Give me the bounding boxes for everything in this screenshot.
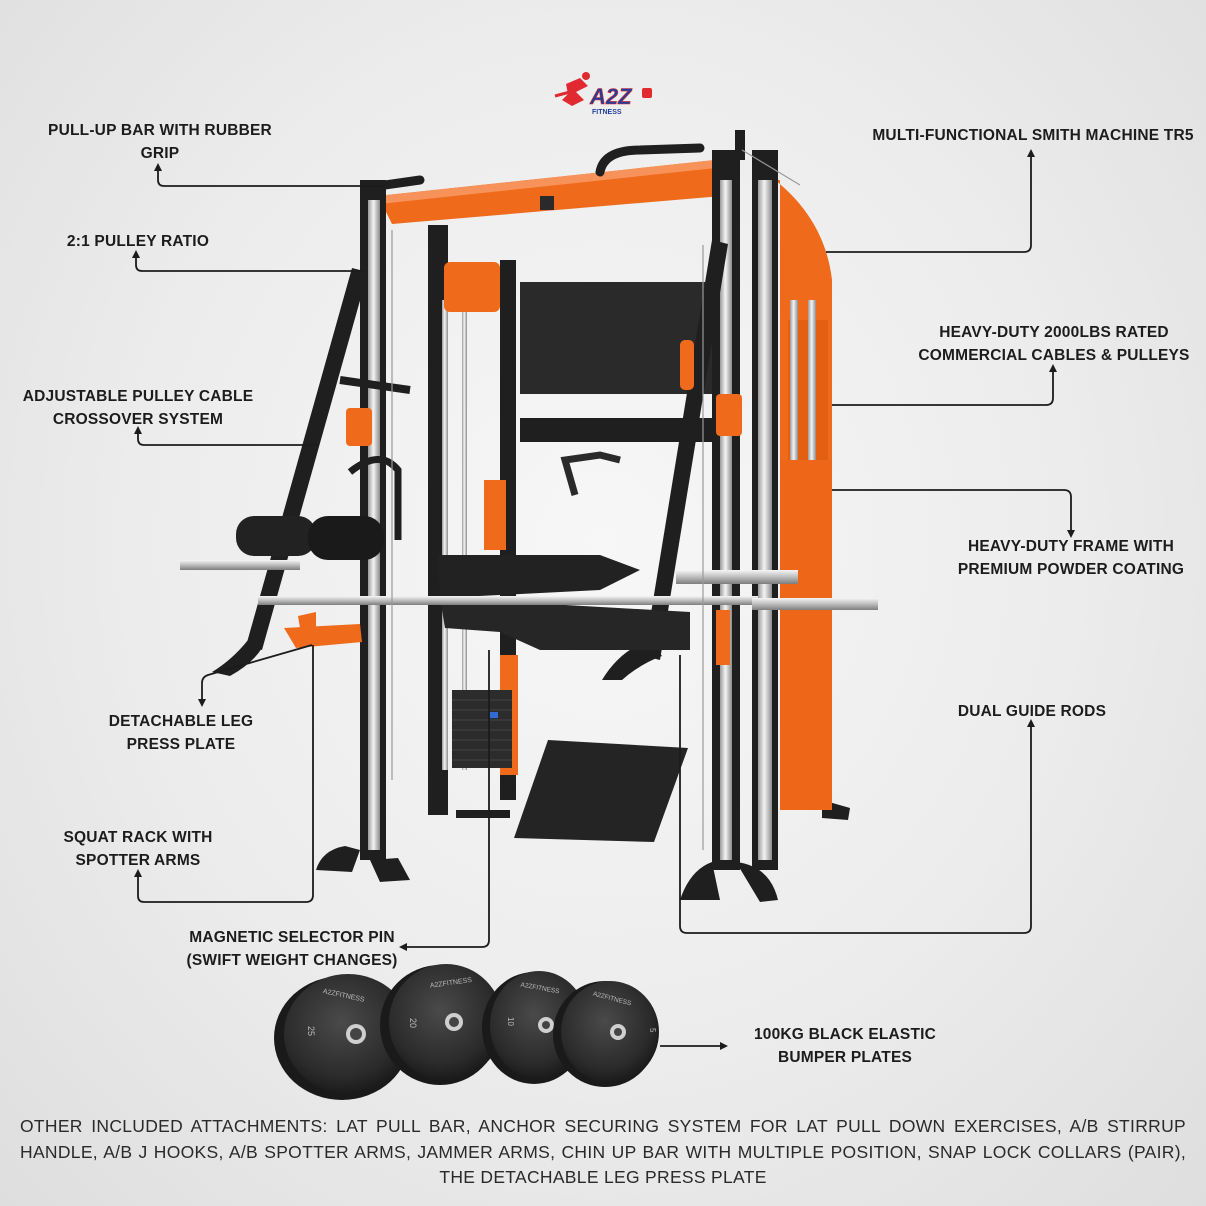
seat-pad <box>438 555 640 598</box>
callout-lines <box>135 155 1072 1047</box>
right-pulley-carriage <box>716 394 742 436</box>
runner-icon <box>562 78 588 106</box>
bumper-plates: A2ZFITNESS 25 A2ZFITNESS 20 A2ZFITNESS 1… <box>274 964 659 1100</box>
plate-weight: 25 <box>306 1026 316 1036</box>
bumper-plate-25 <box>274 974 412 1100</box>
cables <box>391 149 801 850</box>
label-pulley-ratio: 2:1 PULLEY RATIO <box>66 233 210 250</box>
pull-up-bar <box>595 143 705 177</box>
logo-sub: FITNESS <box>592 109 622 116</box>
label-guide-rods: DUAL GUIDE RODS <box>957 703 1107 720</box>
bumper-plate-5 <box>553 981 659 1087</box>
frame-feet <box>316 800 850 902</box>
smith-barbell <box>180 560 878 610</box>
plate-weight: 10 <box>506 1017 515 1026</box>
stirrup-handle <box>560 451 621 496</box>
a2z-fitness-logo: A2Z FITNESS <box>554 72 652 116</box>
plate-weight: 5 <box>648 1028 657 1033</box>
included-attachments-text: OTHER INCLUDED ATTACHMENTS: LAT PULL BAR… <box>20 1116 1186 1187</box>
leg-press-plate <box>514 740 688 842</box>
right-orange-tower <box>775 180 832 810</box>
left-pulley-carriage <box>346 408 372 446</box>
weight-stack <box>452 690 512 768</box>
leg-roller-pads <box>236 456 402 560</box>
label-smith-machine: MULTI-FUNCTIONAL SMITH MACHINE TR5 <box>872 127 1194 144</box>
callout-arrowheads <box>132 149 1075 1050</box>
plate-weight: 20 <box>408 1018 418 1028</box>
front-right-uprights <box>712 130 778 870</box>
bumper-plate-20 <box>380 964 503 1085</box>
label-selector-pin: MAGNETIC SELECTOR PIN(SWIFT WEIGHT CHANG… <box>186 929 398 969</box>
logo-text: A2Z <box>589 84 633 109</box>
orange-attachment <box>284 624 362 648</box>
top-orange-crossbar <box>378 160 722 224</box>
